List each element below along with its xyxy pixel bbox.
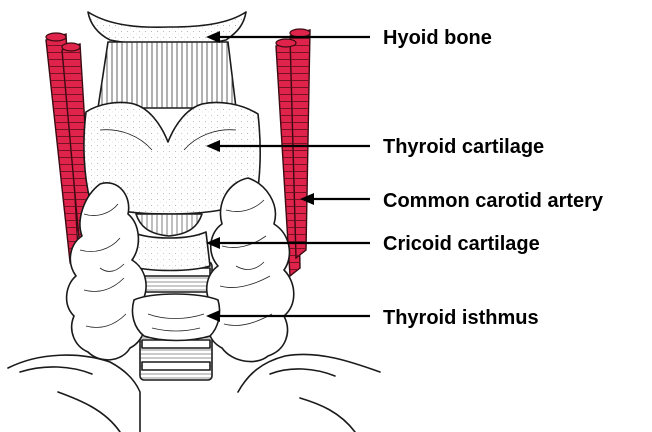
labels: Hyoid bone Thyroid cartilage Common caro… [383, 27, 604, 329]
label-thyroid-cartilage: Thyroid cartilage [383, 136, 544, 158]
thyrohyoid-membrane [98, 42, 236, 108]
label-cricoid-cartilage: Cricoid cartilage [383, 233, 540, 255]
cricothyroid-membrane [136, 214, 202, 236]
cricoid-cartilage [130, 232, 210, 271]
thyroid-isthmus [132, 294, 219, 341]
label-thyroid-isthmus: Thyroid isthmus [383, 307, 539, 329]
label-hyoid-bone: Hyoid bone [383, 27, 492, 49]
hyoid-bone [88, 12, 246, 45]
label-common-carotid-artery: Common carotid artery [383, 190, 604, 212]
